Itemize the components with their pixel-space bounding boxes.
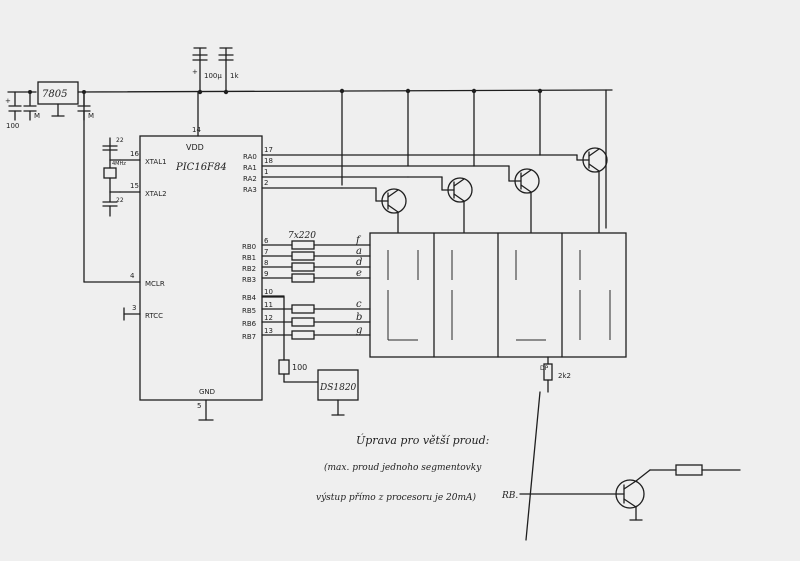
pin-name-ra0: RA0: [243, 153, 257, 161]
pin-name-rb2: RB2: [242, 265, 256, 273]
regulator-label: 7805: [42, 89, 67, 100]
pin-num-mclr: 4: [130, 272, 135, 280]
svg-text:+: +: [192, 68, 198, 76]
note-line-1: (max. proud jednoho segmentovky: [324, 462, 482, 473]
pin-name-rb3: RB3: [242, 276, 256, 284]
pin-num-rb7: 13: [264, 327, 273, 335]
dp-resistor: DP 2k2: [540, 356, 571, 393]
pin-name-ra2: RA2: [243, 175, 257, 183]
pin-num-ra1: 18: [264, 157, 273, 165]
pin-num-rb6: 12: [264, 314, 273, 322]
pin-name-rb5: RB5: [242, 307, 256, 315]
transistor-icon: [576, 147, 608, 233]
cap-label-1: 100: [6, 122, 19, 130]
segment-letter: c: [356, 299, 362, 310]
transistor-icon: [615, 469, 677, 521]
note-target: RB.: [501, 491, 518, 501]
segment-letter: b: [356, 312, 362, 323]
pin-name-rtcc: RTCC: [145, 312, 163, 320]
rail-cap-label-2: 1k: [230, 72, 239, 80]
mcu-ra-pins: RA0 17 RA1 18 RA2 1 RA3 2: [243, 146, 541, 194]
pin-num-rb0: 6: [264, 237, 269, 245]
pin-num-xtal1: 16: [130, 150, 139, 158]
transistor-icon: [441, 176, 473, 233]
digit-transistors: [341, 147, 608, 233]
pin-num-ra0: 17: [264, 146, 273, 154]
pin-num-ra2: 1: [264, 168, 268, 176]
gnd-pin-number: 5: [197, 402, 201, 410]
svg-text:+: +: [5, 97, 11, 105]
vdd-label: VDD: [186, 143, 204, 152]
pin-name-xtal1: XTAL1: [145, 158, 167, 166]
pin-num-rb4: 10: [264, 288, 273, 296]
cap-label-3: M: [88, 112, 94, 120]
note-line-2: výstup přímo z procesoru je 20mA): [316, 492, 476, 503]
pin-name-xtal2: XTAL2: [145, 190, 167, 198]
mcu-name: PIC16F84: [175, 162, 227, 173]
pin-num-rb3: 9: [264, 270, 268, 278]
rail-capacitors: + 100µ 1k: [192, 47, 239, 93]
vdd-pin-number: 14: [192, 126, 201, 134]
cap-label-2: M: [34, 112, 40, 120]
pin-name-ra3: RA3: [243, 186, 257, 194]
transistor-icon: [375, 187, 407, 233]
voltage-regulator: 7805: [37, 81, 79, 117]
pin-name-rb0: RB0: [242, 243, 256, 251]
pin-name-rb1: RB1: [242, 254, 256, 262]
high-current-note: Úprava pro větší proud: (max. proud jedn…: [316, 391, 741, 541]
dp-value: 2k2: [558, 372, 571, 380]
pin-num-rb5: 11: [264, 301, 273, 309]
sensor-label: DS1820: [319, 383, 357, 393]
crystal-frequency: 4MHz: [112, 161, 126, 167]
segment-letter: d: [356, 257, 362, 268]
pin-num-rtcc: 3: [132, 304, 136, 312]
pin-num-ra3: 2: [264, 179, 268, 187]
pin-name-ra1: RA1: [243, 164, 257, 172]
pin-name-mclr: MCLR: [145, 280, 165, 288]
pin-name-rb7: RB7: [242, 333, 256, 341]
transistor-icon: [508, 165, 540, 233]
note-title: Úprava pro větší proud:: [356, 433, 489, 447]
segment-letter: e: [356, 268, 362, 279]
rail-cap-label-1: 100µ: [204, 72, 222, 80]
resistor-array-label: 7x220: [288, 231, 316, 241]
gnd-label: GND: [199, 388, 215, 396]
dp-label: DP: [540, 365, 549, 372]
crystal-oscillator: 22 4MHz 22: [102, 137, 126, 217]
pin-num-xtal2: 15: [130, 182, 139, 190]
pin-name-rb4: RB4: [242, 294, 257, 302]
power-rail: [7, 88, 613, 229]
seven-segment-display: [369, 232, 627, 358]
pin-num-rb2: 8: [264, 259, 268, 267]
resistor-100-label: 100: [292, 363, 307, 372]
segment-letter: f: [355, 235, 362, 246]
segment-letter: a: [356, 246, 362, 257]
sensor-branch: 100 DS1820: [261, 296, 359, 416]
crystal-cap-2: 22: [116, 197, 124, 204]
pin-name-rb6: RB6: [242, 320, 257, 328]
mcu-left-pins: 16 XTAL1 15 XTAL2 4 MCLR 3 RTCC: [83, 91, 167, 321]
crystal-cap-1: 22: [116, 137, 124, 144]
segment-letter: g: [356, 325, 362, 336]
pin-num-rb1: 7: [264, 248, 268, 256]
mcu-chip: 14 VDD PIC16F84 GND 5: [139, 91, 263, 421]
